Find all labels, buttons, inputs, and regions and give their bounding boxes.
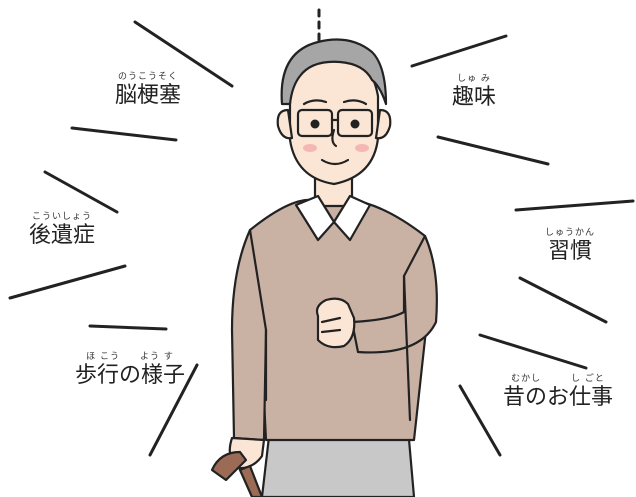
term-label: 昔のお仕事 xyxy=(502,385,613,410)
term-ruby: しゅ み xyxy=(457,74,491,84)
term-ruby: のうこうそく xyxy=(117,72,178,82)
term-stroke: のうこうそく 脳梗塞 xyxy=(100,72,196,109)
fist xyxy=(315,297,356,349)
term-label: 後遺症 xyxy=(28,223,95,248)
ear-right xyxy=(374,108,392,140)
term-aftereffects: こういしょう 後遺症 xyxy=(14,212,110,249)
eye-right xyxy=(350,119,360,129)
term-label: 脳梗塞 xyxy=(114,83,181,108)
eye-left xyxy=(310,119,320,129)
neck xyxy=(313,174,354,208)
term-label: 習慣 xyxy=(547,239,592,264)
ear-left xyxy=(276,108,294,140)
glasses-lens-left xyxy=(296,108,334,138)
elderly-man-figure xyxy=(210,38,438,497)
term-label: 趣味 xyxy=(451,85,496,110)
cheek-right xyxy=(355,144,369,152)
term-habits: しゅうかん 習慣 xyxy=(534,228,606,265)
emphasis-lines xyxy=(8,8,635,457)
sweater-sleeve-right xyxy=(350,234,438,354)
glasses-lens-right xyxy=(336,108,374,138)
shirt-collar-right xyxy=(332,194,372,242)
term-ruby: しゅうかん xyxy=(544,228,595,238)
term-hobby: しゅ み 趣味 xyxy=(446,74,502,111)
term-label: 歩行の様子 xyxy=(74,363,185,388)
hair xyxy=(280,38,388,106)
cane xyxy=(210,450,248,482)
cheek-left xyxy=(303,144,317,152)
term-old-job: むかし し ごと 昔のお仕事 xyxy=(488,374,628,411)
term-ruby: こういしょう xyxy=(31,212,92,222)
term-ruby: むかし し ごと xyxy=(511,374,605,384)
term-gait: ほ こう よう す 歩行の様子 xyxy=(60,352,200,389)
term-ruby: ほ こう よう す xyxy=(86,352,174,362)
